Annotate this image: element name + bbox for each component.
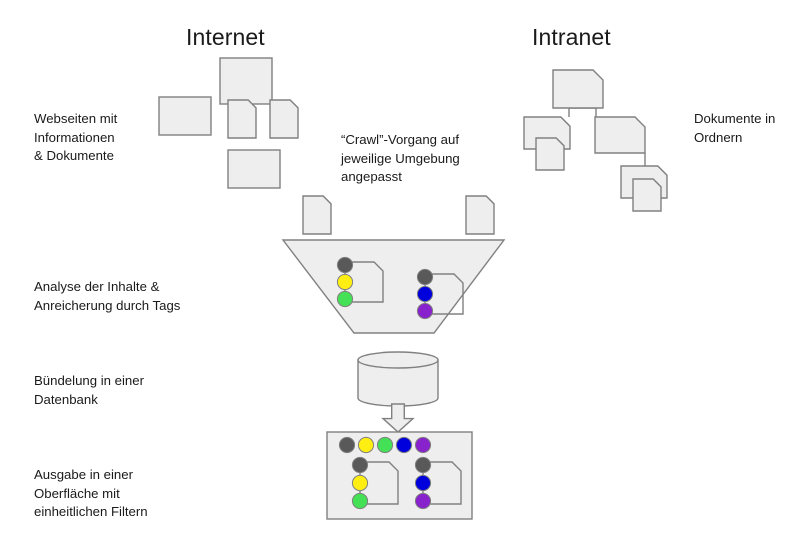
output-tagged-document-0-tag-gray[interactable] xyxy=(351,456,369,474)
label-analysis-tagging: Analyse der Inhalte & Anreicherung durch… xyxy=(34,279,181,313)
funnel-tagged-document-0-tag-green[interactable] xyxy=(336,290,354,308)
funnel-tagged-document-0-tag-yellow[interactable] xyxy=(336,273,354,291)
intranet-document-6 xyxy=(465,195,495,235)
output-filter-green[interactable] xyxy=(376,436,394,454)
funnel-tagged-document-1-tag-gray[interactable] xyxy=(416,268,434,286)
internet-document-5 xyxy=(302,195,332,235)
intranet-document-2 xyxy=(535,137,565,171)
output-tagged-document-0-tag-yellow[interactable] xyxy=(351,474,369,492)
funnel-tagged-document-1-tag-purple[interactable] xyxy=(416,302,434,320)
internet-document-2 xyxy=(227,99,257,139)
internet-document-3 xyxy=(269,99,299,139)
internet-webpage-4 xyxy=(227,149,281,189)
funnel-tagged-document-1-tag-blue[interactable] xyxy=(416,285,434,303)
database-cylinder-top xyxy=(357,351,439,369)
flow-arrow-down xyxy=(381,403,415,433)
output-filter-blue[interactable] xyxy=(395,436,413,454)
title-intranet: Intranet xyxy=(532,24,611,50)
output-filter-yellow[interactable] xyxy=(357,436,375,454)
title-internet: Internet xyxy=(186,24,265,50)
internet-webpage-1 xyxy=(158,96,212,136)
crawl-funnel xyxy=(281,239,506,334)
output-tagged-document-1-tag-gray[interactable] xyxy=(414,456,432,474)
label-folder-documents: Dokumente in Ordnern xyxy=(694,111,776,145)
label-web-sources: Webseiten mit Informationen & Dokumente xyxy=(34,111,118,163)
intranet-document-5 xyxy=(632,178,662,212)
internet-webpage-0 xyxy=(219,57,273,105)
label-crawl-process: “Crawl”-Vorgang auf jeweilige Umgebung a… xyxy=(341,132,460,184)
funnel-tagged-document-0-tag-gray[interactable] xyxy=(336,256,354,274)
output-tagged-document-1-tag-blue[interactable] xyxy=(414,474,432,492)
output-tagged-document-1-tag-purple[interactable] xyxy=(414,492,432,510)
label-output-interface: Ausgabe in einer Oberfläche mit einheitl… xyxy=(34,467,148,519)
intranet-folder-0 xyxy=(552,69,604,109)
output-filter-purple[interactable] xyxy=(414,436,432,454)
intranet-folder-3 xyxy=(594,116,646,154)
label-database-bundling: Bündelung in einer Datenbank xyxy=(34,373,144,407)
output-filter-gray[interactable] xyxy=(338,436,356,454)
output-tagged-document-0-tag-green[interactable] xyxy=(351,492,369,510)
